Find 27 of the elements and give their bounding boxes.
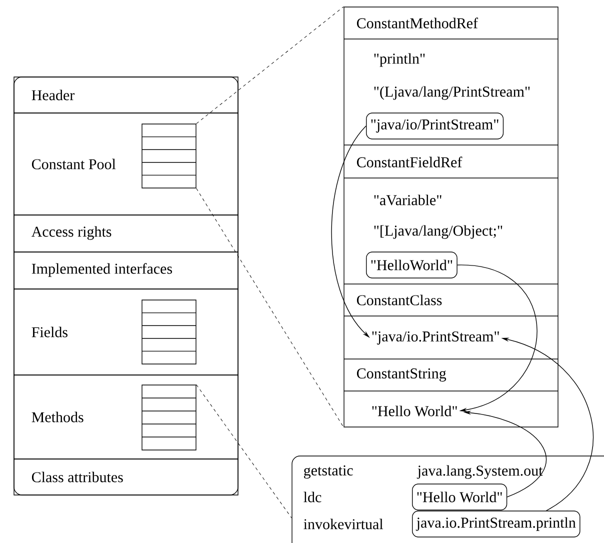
section-band: Class attributes (14, 458, 238, 496)
entry-header: ConstantClass (356, 294, 442, 306)
section-band: Access rights (14, 214, 238, 252)
entry-text: "aVariable" (374, 194, 442, 206)
section-band: Fields (14, 288, 238, 376)
entry-text: "println" (374, 53, 425, 67)
rounded-entry: "Hello World" (412, 484, 508, 510)
section-band: Implemented interfaces (14, 252, 238, 290)
entry-text: "Hello World" (372, 406, 457, 416)
rounded-entry: "java/io/PrintStream" (366, 112, 504, 140)
rounded-entry: "HelloWorld" (366, 252, 458, 278)
entry-header: ConstantFieldRef (356, 156, 462, 168)
entry-text: "java/io.PrintStream" (372, 331, 499, 345)
leader-line (196, 188, 344, 428)
leader-line (196, 6, 344, 124)
rounded-entry: java.io.PrintStream.println (412, 510, 580, 538)
table-icon (142, 124, 196, 188)
entry-header: ConstantString (356, 368, 446, 382)
table-icon (142, 384, 196, 450)
entry-header: ConstantMethodRef (356, 18, 478, 28)
section-band: Methods (14, 374, 238, 460)
leader-line (196, 384, 292, 518)
table-icon (142, 300, 196, 364)
section-band: Header (14, 76, 238, 114)
constant-pool-box (344, 6, 558, 428)
section-band: Constant Pool (14, 112, 238, 216)
arrow (457, 264, 538, 412)
